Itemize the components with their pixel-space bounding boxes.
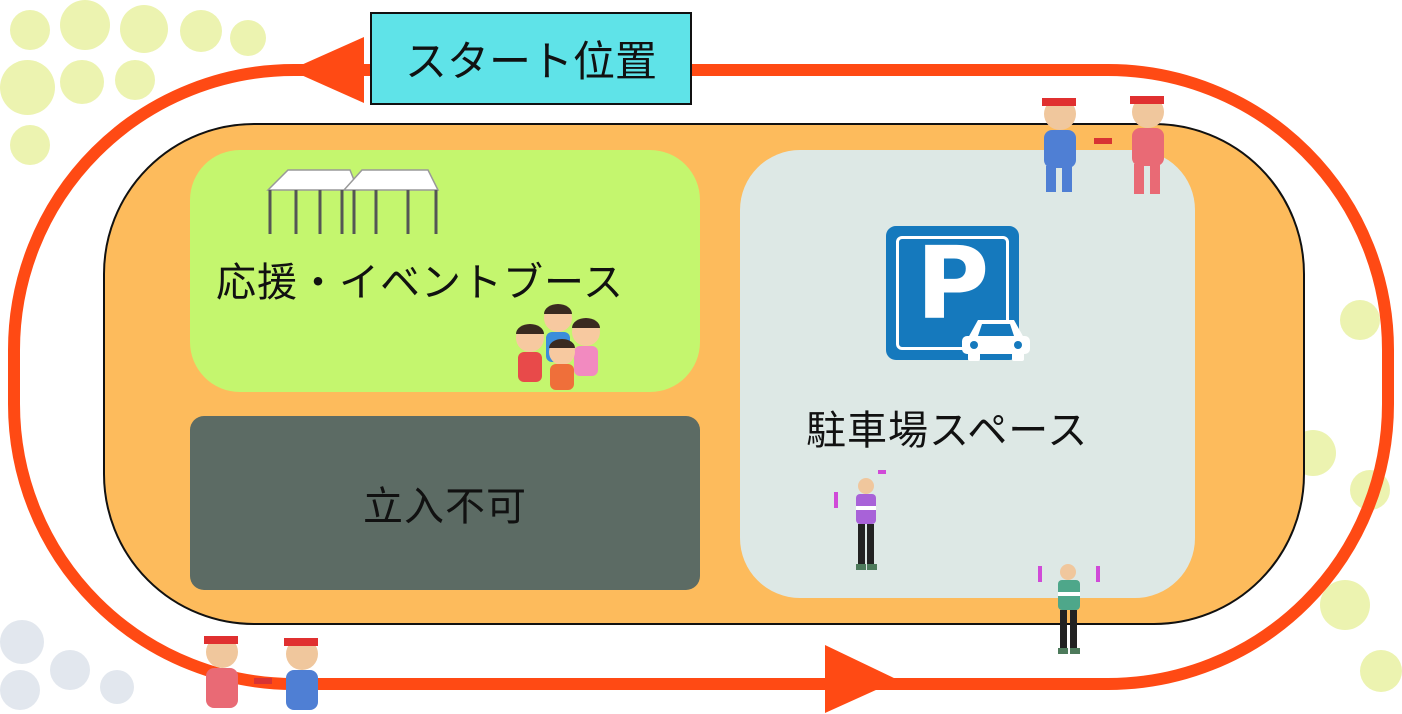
parking-sign-icon: P xyxy=(886,225,1030,361)
tent-icon xyxy=(266,169,440,234)
traffic-guard-icon xyxy=(1038,564,1100,654)
event-booth-label: 応援・イベントブース xyxy=(216,260,624,306)
car-icon xyxy=(962,320,1030,361)
event-booth-zone: 応援・イベントブース xyxy=(190,150,700,392)
running-track xyxy=(8,64,1394,690)
relay-runners-icon xyxy=(204,636,318,710)
start-position-label: スタート位置 xyxy=(370,12,692,105)
restricted-zone-label: 立入不可 xyxy=(363,484,527,530)
dot-pattern-bottom-left xyxy=(0,560,200,713)
dot-pattern-left xyxy=(0,0,300,250)
restricted-zone: 立入不可 xyxy=(190,416,700,590)
direction-arrow-left-icon xyxy=(290,37,364,103)
start-position-text: スタート位置 xyxy=(404,37,657,86)
direction-arrow-right-icon xyxy=(825,645,898,713)
parking-zone: P 駐車場スペース xyxy=(740,150,1195,598)
parking-sign-letter: P xyxy=(916,225,990,342)
cheering-kids-icon xyxy=(516,304,600,390)
parking-zone-label: 駐車場スペース xyxy=(806,408,1089,454)
traffic-guard-icon xyxy=(834,470,886,570)
relay-runners-icon xyxy=(1042,96,1164,194)
